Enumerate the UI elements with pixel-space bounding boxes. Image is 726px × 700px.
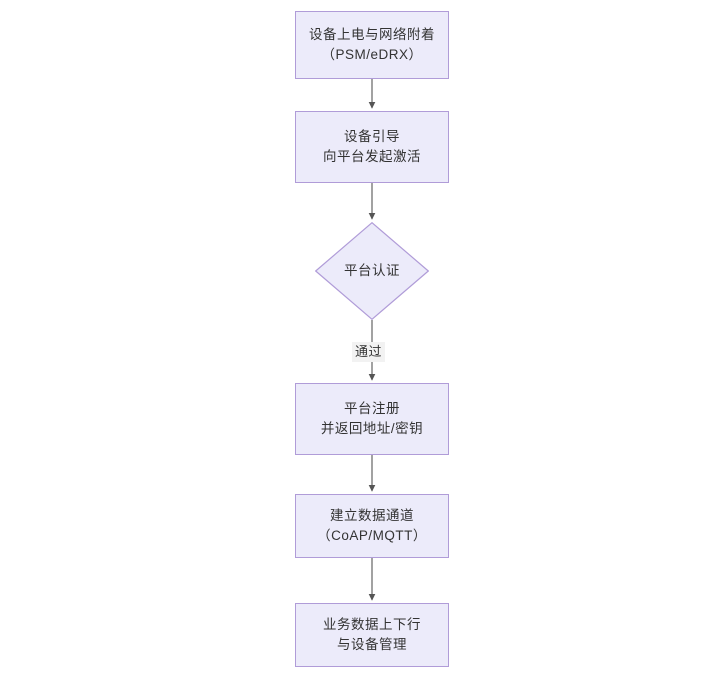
node-text-line1: 平台注册 [344,401,400,416]
node-text-line1: 设备上电与网络附着 [309,27,435,42]
node-text-line2: 并返回地址/密钥 [320,421,424,436]
node-text-line2: （CoAP/MQTT） [317,528,427,543]
flow-node-platform-auth-decision[interactable]: 平台认证 [315,222,429,320]
flow-node-platform-register[interactable]: 平台注册 并返回地址/密钥 [295,383,449,455]
node-text-line1: 设备引导 [344,129,400,144]
flow-node-data-channel[interactable]: 建立数据通道 （CoAP/MQTT） [295,494,449,558]
flow-node-business-data[interactable]: 业务数据上下行 与设备管理 [295,603,449,667]
node-text-line1: 业务数据上下行 [323,617,421,632]
node-text-line2: （PSM/eDRX） [321,47,423,62]
diamond-shape [315,222,429,320]
node-text-line2: 向平台发起激活 [323,149,421,164]
flow-node-device-power-on[interactable]: 设备上电与网络附着 （PSM/eDRX） [295,11,449,79]
node-text-line1: 平台认证 [344,263,400,278]
node-text-line1: 建立数据通道 [330,508,414,523]
edge-label-pass: 通过 [352,342,386,362]
node-text-line2: 与设备管理 [337,637,407,652]
flow-node-device-bootstrap[interactable]: 设备引导 向平台发起激活 [295,111,449,183]
